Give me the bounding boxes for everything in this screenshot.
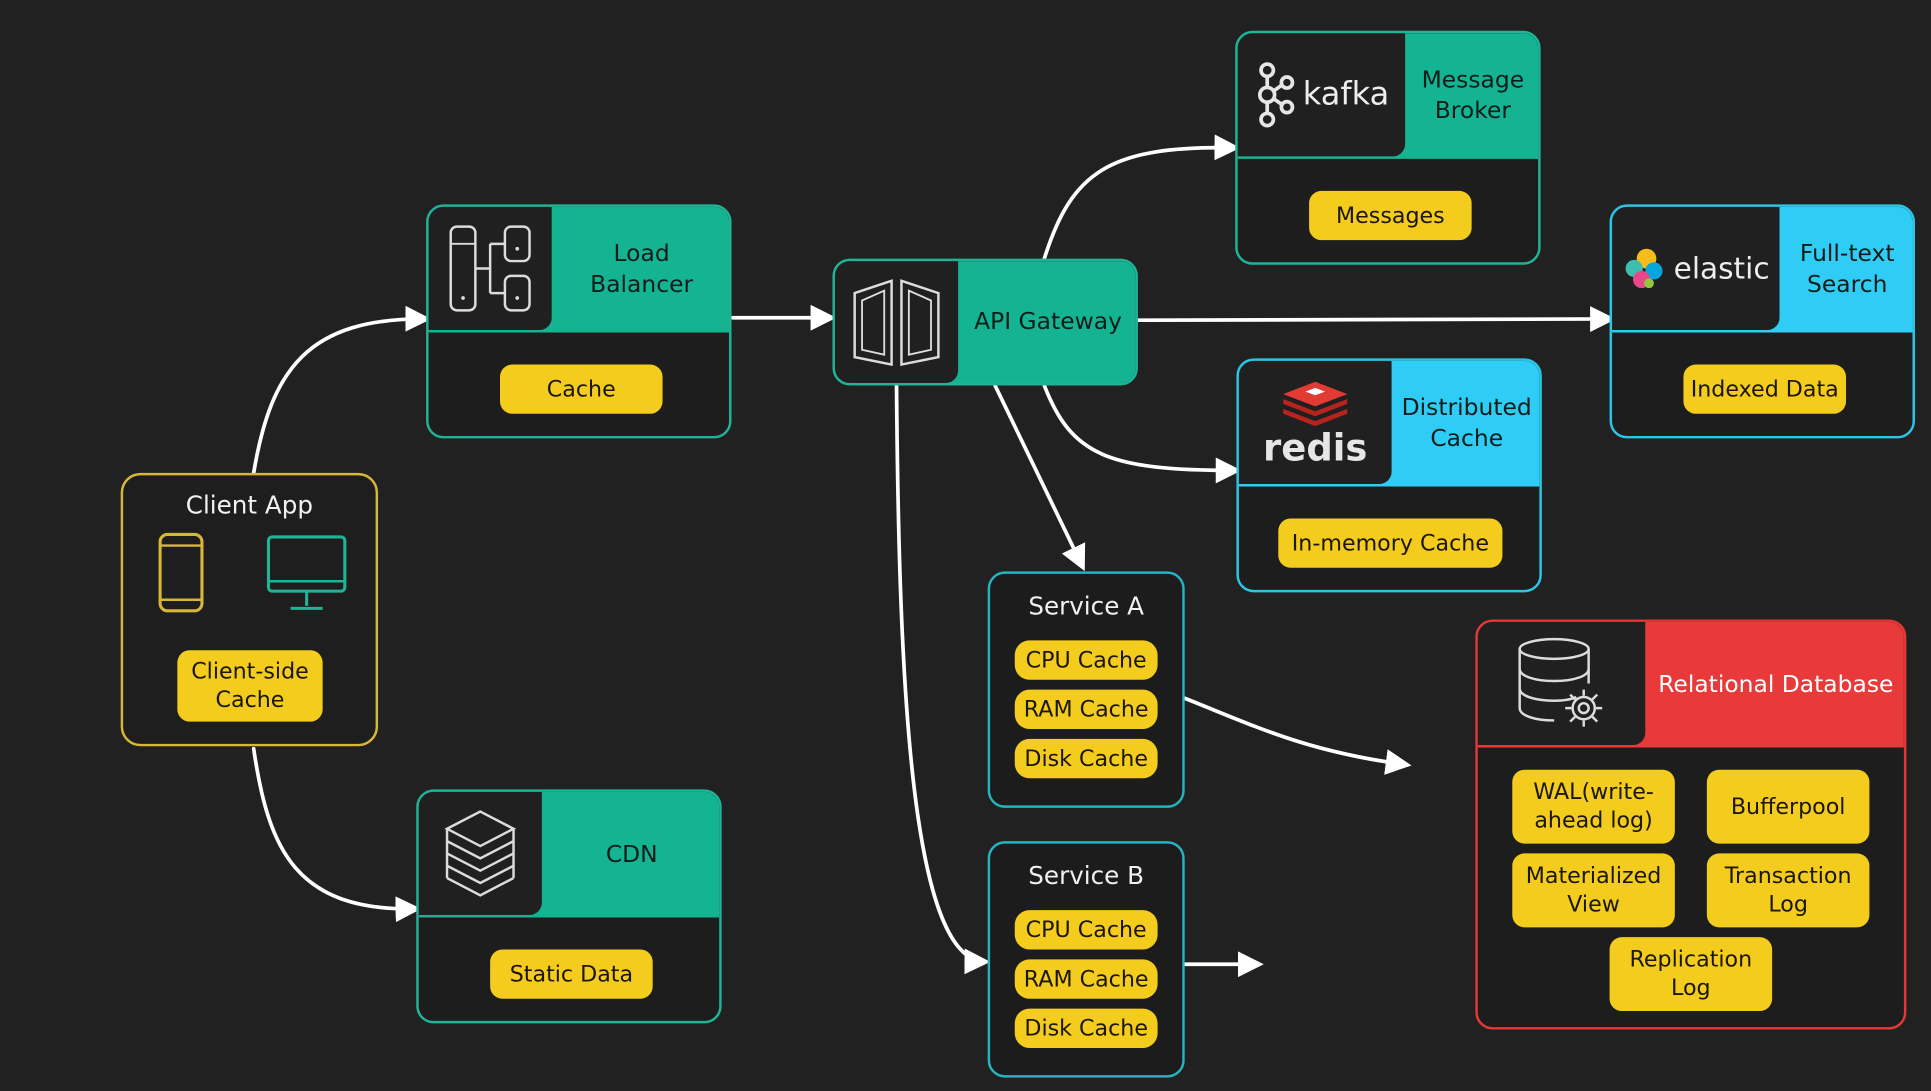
load-balancer-title: Load Balancer: [590, 240, 694, 299]
redis-node: redis Distributed Cache In-memory Cache: [1236, 358, 1542, 593]
monitor-icon: [266, 535, 347, 610]
kafka-node: kafka Message Broker Messages: [1235, 30, 1541, 265]
kafka-messages-pill: Messages: [1309, 190, 1472, 241]
phone-icon: [158, 532, 204, 613]
service-b-ram-cache-pill: RAM Cache: [1014, 959, 1158, 999]
kafka-logo-icon: [1257, 62, 1295, 128]
service-b-disk-cache-pill: Disk Cache: [1014, 1008, 1158, 1049]
wal-pill: WAL(write- ahead log): [1512, 769, 1675, 844]
load-balancer-node: Load Balancer Cache: [426, 204, 732, 439]
kafka-logo-text: kafka: [1302, 76, 1390, 114]
elastic-logo-icon: [1625, 248, 1663, 289]
kafka-title: Message Broker: [1421, 66, 1525, 125]
cdn-static-data-pill: Static Data: [490, 949, 653, 999]
edge-gateway-to-kafka: [1042, 134, 1241, 261]
materialized-view-pill: Materialized View: [1512, 853, 1675, 928]
load-balancer-cache-pill: Cache: [499, 364, 663, 414]
layers-icon: [444, 810, 517, 897]
load-balancer-icon: [449, 225, 531, 312]
service-a-node: Service A CPU Cache RAM Cache Disk Cache: [987, 571, 1185, 808]
elastic-indexed-data-pill: Indexed Data: [1683, 364, 1847, 414]
service-a-ram-cache-pill: RAM Cache: [1014, 689, 1158, 730]
service-b-title: Service B: [1028, 860, 1145, 891]
api-gateway-title: API Gateway: [974, 307, 1122, 335]
service-a-cpu-cache-pill: CPU Cache: [1014, 640, 1158, 680]
edge-client-to-cdn: [251, 746, 422, 923]
cdn-node: CDN Static Data: [416, 789, 722, 1024]
redis-title: Distributed Cache: [1401, 394, 1532, 452]
transaction-log-pill: Transaction Log: [1706, 853, 1870, 928]
gateway-icon: [853, 278, 940, 366]
client-app-node: Client App Client-side Cache: [120, 472, 379, 747]
redis-logo-icon: [1283, 381, 1348, 427]
bufferpool-pill: Bufferpool: [1706, 769, 1870, 844]
redis-in-memory-cache-pill: In-memory Cache: [1278, 518, 1503, 568]
cdn-title: CDN: [605, 840, 658, 868]
edge-gateway-to-service-b: [894, 383, 991, 975]
redis-logo-text: redis: [1263, 427, 1368, 471]
api-gateway-node: API Gateway: [832, 258, 1138, 386]
service-b-node: Service B CPU Cache RAM Cache Disk Cache: [987, 841, 1185, 1078]
elastic-node: elastic Full-text Search Indexed Data: [1609, 204, 1915, 439]
edge-gateway-to-service-a: [993, 383, 1086, 572]
service-a-title: Service A: [1028, 591, 1145, 621]
relational-database-node: Relational Database WAL(write- ahead log…: [1475, 619, 1907, 1030]
edge-service-a-to-database: [1182, 696, 1412, 775]
service-b-cpu-cache-pill: CPU Cache: [1014, 910, 1158, 950]
elastic-title: Full-text Search: [1799, 240, 1895, 299]
database-gear-icon: [1518, 637, 1603, 727]
client-app-title: Client App: [185, 490, 314, 520]
edge-client-to-load-balancer: [251, 305, 432, 475]
service-a-disk-cache-pill: Disk Cache: [1014, 738, 1158, 779]
edge-gateway-to-redis: [1042, 383, 1242, 484]
relational-database-title: Relational Database: [1658, 670, 1894, 698]
edge-gateway-to-elastic: [1136, 306, 1616, 332]
client-side-cache-pill: Client-side Cache: [177, 650, 323, 722]
replication-log-pill: Replication Log: [1609, 937, 1773, 1012]
elastic-logo-text: elastic: [1673, 251, 1770, 286]
